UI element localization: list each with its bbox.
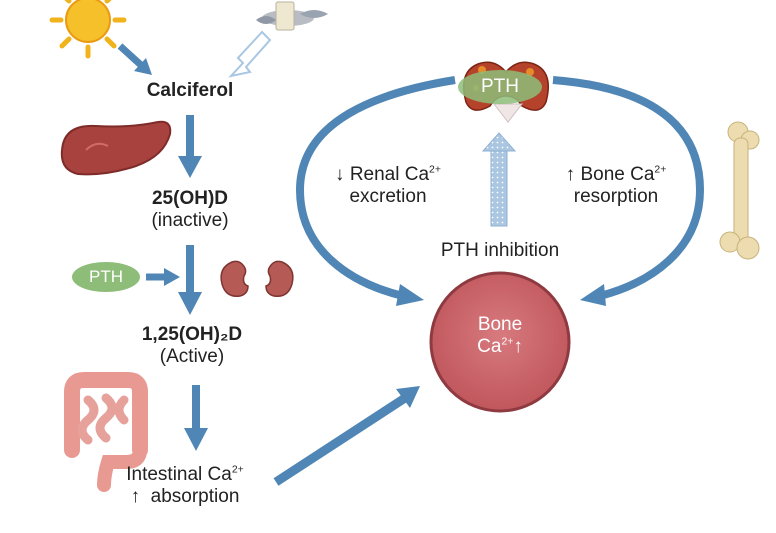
25ohd-label: 25(OH)D (inactive) xyxy=(128,188,252,232)
pth-top-label: PTH xyxy=(481,76,519,97)
intestinal-absorption-label: Intestinal Ca2+ ↑ absorption xyxy=(126,464,244,507)
arrow-125ohd-to-intestinal xyxy=(184,385,208,451)
pth-top-badge: PTH xyxy=(458,70,542,104)
loop-arrow-left xyxy=(295,76,456,306)
arrow-pth-inhibition xyxy=(481,132,517,227)
125ohd-name: 1,25(OH)₂D xyxy=(141,324,243,345)
arrow-intestinal-to-bone xyxy=(273,386,420,486)
bone-resorption-label: ↑ Bone Ca2+ resorption xyxy=(565,164,667,207)
arrow-pth-to-pathway xyxy=(146,268,180,286)
arrow-sun-to-calciferol xyxy=(117,43,152,75)
bone-calcium-label: Bone Ca2+↑ xyxy=(477,314,523,357)
bone-icon xyxy=(719,121,760,260)
loop-arrow-right xyxy=(552,76,705,306)
pth-left-label: PTH xyxy=(89,267,123,286)
food-icon xyxy=(256,1,328,31)
arrow-food-to-calciferol xyxy=(228,30,272,78)
125ohd-label: 1,25(OH)₂D (Active) xyxy=(122,324,262,368)
25ohd-name: 25(OH)D xyxy=(151,188,228,209)
pth-inhibition-label: PTH inhibition xyxy=(440,240,560,261)
125ohd-state: (Active) xyxy=(159,345,225,367)
liver-icon xyxy=(60,120,172,176)
bone-calcium-circle xyxy=(429,271,571,413)
calciferol-label: Calciferol xyxy=(146,80,234,101)
renal-excretion-label: ↓ Renal Ca2+ excretion xyxy=(335,164,441,207)
intestine-icon xyxy=(64,372,148,492)
sun-icon xyxy=(49,0,127,59)
25ohd-state: (inactive) xyxy=(151,209,229,231)
arrow-calciferol-to-25ohd xyxy=(178,115,202,178)
arrow-25ohd-to-125ohd xyxy=(178,245,202,315)
kidney-icon xyxy=(220,260,294,297)
pth-left-badge: PTH xyxy=(72,262,140,292)
